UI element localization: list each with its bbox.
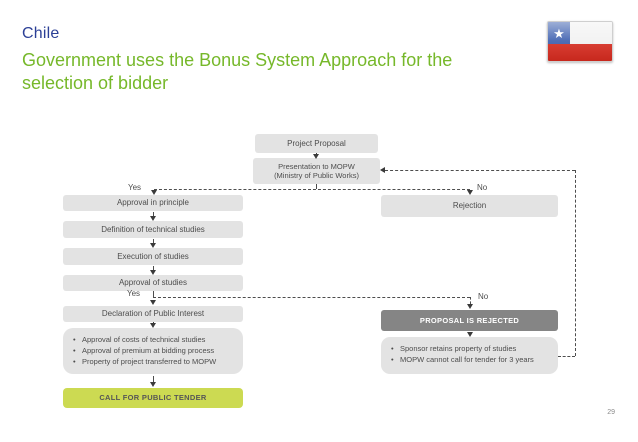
right-bullet-box: Sponsor retains property of studies MOPW… xyxy=(381,337,558,374)
connector-line xyxy=(316,184,317,189)
node-presentation-mopw: Presentation to MOPW (Ministry of Public… xyxy=(253,158,380,184)
node-approval-in-principle: Approval in principle xyxy=(63,195,243,211)
flag-gloss-overlay xyxy=(548,22,612,61)
connector-line xyxy=(470,297,471,304)
connector-line xyxy=(153,291,154,297)
node-call-for-public-tender: CALL FOR PUBLIC TENDER xyxy=(63,388,243,408)
page-number: 29 xyxy=(607,409,615,416)
arrowhead-down-icon xyxy=(150,243,156,248)
connector-line xyxy=(153,376,154,382)
presentation-line1: Presentation to MOPW xyxy=(278,161,355,171)
connector-line xyxy=(153,212,154,216)
right-bullet-1: Sponsor retains property of studies xyxy=(389,343,550,354)
arrowhead-down-icon xyxy=(313,154,319,159)
node-project-proposal: Project Proposal xyxy=(255,134,378,153)
node-approval-of-studies: Approval of studies xyxy=(63,275,243,291)
connector-line xyxy=(153,239,154,243)
page-subtitle-line1: Government uses the Bonus System Approac… xyxy=(22,50,453,70)
arrowhead-down-icon xyxy=(150,382,156,387)
right-bullet-2: MOPW cannot call for tender for 3 years xyxy=(389,354,550,365)
arrowhead-down-icon xyxy=(150,216,156,221)
page-title: Chile xyxy=(22,25,60,42)
arrowhead-down-icon xyxy=(467,332,473,337)
arrowhead-down-icon xyxy=(150,300,156,305)
node-definition-of-technical-studies: Definition of technical studies xyxy=(63,221,243,238)
arrowhead-down-icon xyxy=(150,323,156,328)
connector-line xyxy=(558,356,575,357)
page-subtitle: Government uses the Bonus System Approac… xyxy=(22,49,522,95)
connector-line xyxy=(153,266,154,270)
node-proposal-is-rejected: PROPOSAL IS REJECTED xyxy=(381,310,558,331)
connector-line xyxy=(153,297,470,298)
connector-line xyxy=(575,170,576,356)
connector-line xyxy=(154,189,470,190)
page-subtitle-line2: selection of bidder xyxy=(22,73,169,93)
label-no-1: No xyxy=(477,183,488,192)
arrowhead-down-icon xyxy=(467,190,473,195)
arrowhead-left-icon xyxy=(380,167,385,173)
left-bullet-3: Property of project transferred to MOPW xyxy=(71,356,235,367)
arrowhead-down-icon xyxy=(150,270,156,275)
node-rejection: Rejection xyxy=(381,195,558,217)
node-execution-of-studies: Execution of studies xyxy=(63,248,243,265)
arrowhead-down-icon xyxy=(151,190,157,195)
connector-line xyxy=(385,170,575,171)
chile-flag-icon: ★ xyxy=(547,21,613,62)
label-yes-2: Yes xyxy=(127,289,141,298)
label-no-2: No xyxy=(478,292,489,301)
arrowhead-down-icon xyxy=(467,304,473,309)
label-yes-1: Yes xyxy=(128,183,142,192)
left-bullet-box: Approval of costs of technical studies A… xyxy=(63,328,243,374)
left-bullet-2: Approval of premium at bidding process xyxy=(71,345,235,356)
node-declaration-of-public-interest: Declaration of Public Interest xyxy=(63,306,243,322)
left-bullet-1: Approval of costs of technical studies xyxy=(71,334,235,345)
presentation-line2: (Ministry of Public Works) xyxy=(274,171,359,180)
